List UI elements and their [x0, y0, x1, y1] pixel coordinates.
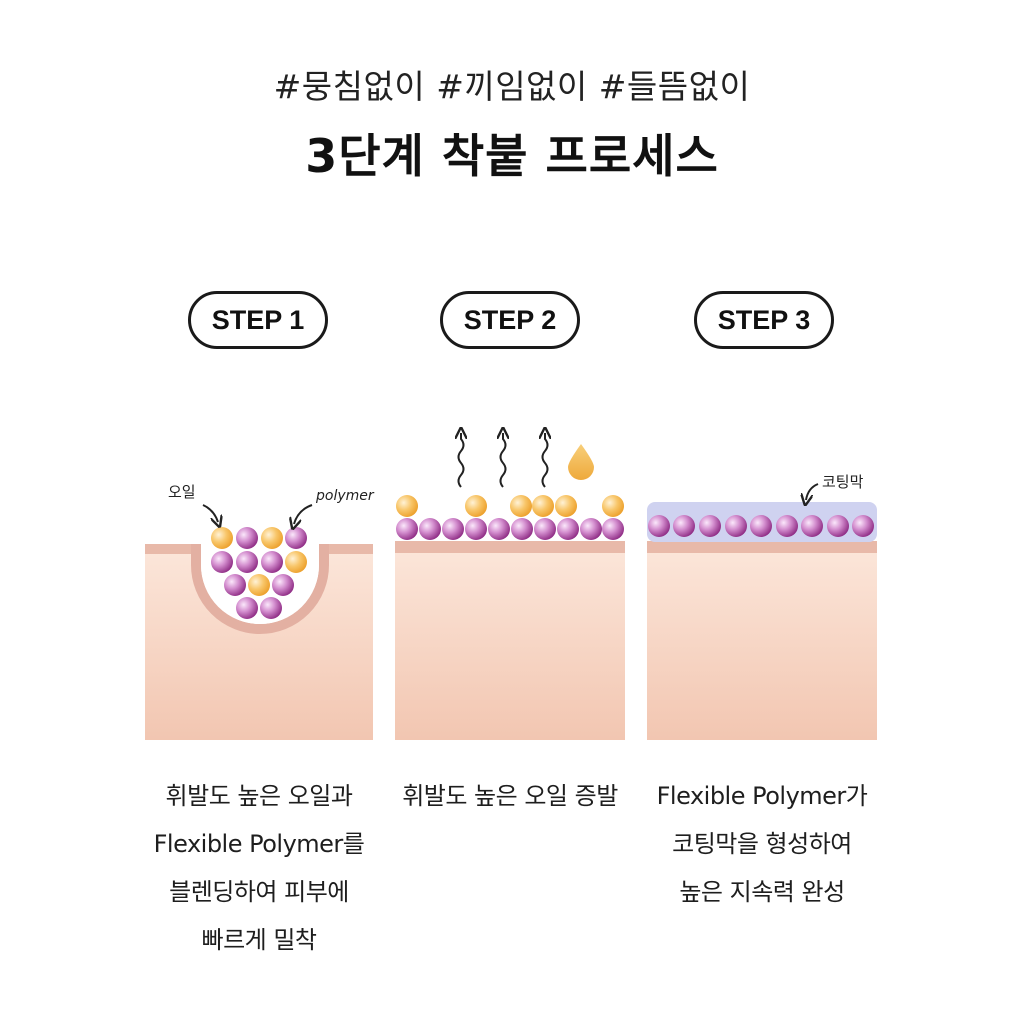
polymer-particle [211, 551, 233, 573]
polymer-particle [725, 515, 747, 537]
polymer-particle [648, 515, 670, 537]
polymer-particle [673, 515, 695, 537]
step-1-particles [211, 527, 307, 619]
oil-particle [248, 574, 270, 596]
polymer-particle [419, 518, 441, 540]
oil-particle [465, 495, 487, 517]
step-3-desc-line: 높은 지속력 완성 [679, 878, 845, 906]
step-1-desc-line: Flexible Polymer를 [153, 830, 365, 858]
oil-particle [396, 495, 418, 517]
polymer-particle [465, 518, 487, 540]
step-3-description: Flexible Polymer가 코팅막을 형성하여 높은 지속력 완성 [612, 772, 912, 916]
polymer-particle [260, 597, 282, 619]
polymer-particle [602, 518, 624, 540]
coating-label: 코팅막 [822, 473, 864, 491]
polymer-label: polymer [315, 488, 375, 504]
polymer-particle [272, 574, 294, 596]
evaporation-arrows [459, 433, 548, 488]
oil-particle [555, 495, 577, 517]
polymer-particle [442, 518, 464, 540]
polymer-particle [488, 518, 510, 540]
step-1-description: 휘발도 높은 오일과 Flexible Polymer를 블렌딩하여 피부에 빠… [109, 772, 409, 964]
polymer-particle [852, 515, 874, 537]
oil-particle [510, 495, 532, 517]
polymer-particle [261, 551, 283, 573]
step-2-particles [396, 495, 624, 540]
polymer-particle [511, 518, 533, 540]
polymer-particle [236, 527, 258, 549]
step-2-badge: STEP 2 [440, 291, 580, 349]
polymer-particle [396, 518, 418, 540]
step-2-desc-line: 휘발도 높은 오일 증발 [402, 782, 618, 810]
oil-particle [211, 527, 233, 549]
oil-particle [261, 527, 283, 549]
polymer-particle [285, 527, 307, 549]
evaporation-arrow-2 [501, 433, 506, 488]
step-3-particles [648, 515, 874, 537]
coating-arrow [806, 483, 819, 500]
step-3-desc-line: Flexible Polymer가 [656, 782, 868, 810]
step-3-skin [647, 541, 877, 740]
polymer-particle [750, 515, 772, 537]
polymer-particle [827, 515, 849, 537]
hashtag-line: #뭉침없이 #끼임없이 #들뜸없이 [273, 67, 751, 106]
oil-particle [602, 495, 624, 517]
step-1-desc-line: 빠르게 밀착 [201, 926, 317, 954]
step-2-skin [395, 541, 625, 740]
polymer-particle [580, 518, 602, 540]
polymer-particle [699, 515, 721, 537]
step-1-badge: STEP 1 [188, 291, 328, 349]
step-1-skin [145, 544, 373, 740]
polymer-particle [557, 518, 579, 540]
oil-particle [285, 551, 307, 573]
polymer-particle [534, 518, 556, 540]
step-2-description: 휘발도 높은 오일 증발 [360, 772, 660, 820]
polymer-particle [776, 515, 798, 537]
oil-particle [532, 495, 554, 517]
polymer-particle [224, 574, 246, 596]
evaporation-arrow-1 [459, 433, 464, 488]
oil-label: 오일 [168, 483, 196, 501]
evaporation-arrow-3 [543, 433, 548, 488]
oil-arrow [202, 504, 218, 522]
page-title: 3단계 착붙 프로세스 [305, 129, 719, 183]
polymer-particle [236, 551, 258, 573]
step-3-badge: STEP 3 [694, 291, 834, 349]
step-1-desc-line: 블렌딩하여 피부에 [169, 878, 349, 906]
oil-drop-icon [568, 444, 594, 480]
step-1-desc-line: 휘발도 높은 오일과 [165, 782, 353, 810]
step-3-desc-line: 코팅막을 형성하여 [672, 830, 852, 858]
polymer-arrow [294, 504, 313, 524]
polymer-particle [236, 597, 258, 619]
polymer-particle [801, 515, 823, 537]
